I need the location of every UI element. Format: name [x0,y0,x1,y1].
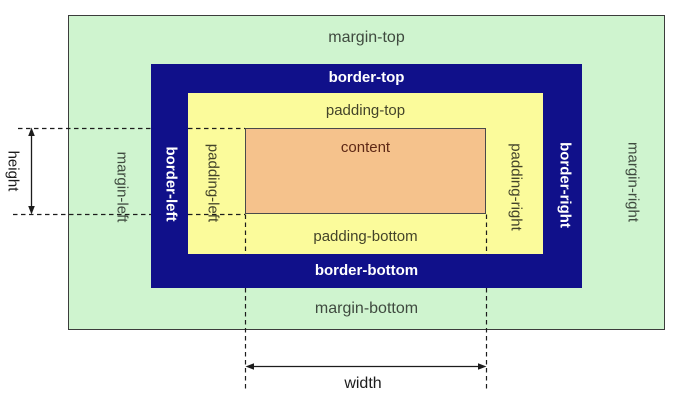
width-arrow [245,363,487,370]
margin-area: margin-top margin-bottom margin-left mar… [68,15,665,330]
width-measure-label: width [344,375,382,392]
content-area: content [245,128,486,214]
height-measure-label: height [4,150,22,192]
border-right-label: border-right [556,142,574,228]
margin-right-label: margin-right [624,141,642,223]
border-left-label: border-left [162,146,180,222]
padding-bottom-label: padding-bottom [313,228,418,245]
border-top-label: border-top [328,69,405,86]
margin-bottom-label: margin-bottom [314,300,419,317]
content-label: content [340,139,391,156]
border-area: border-top border-bottom border-left bor… [151,64,582,288]
padding-left-label: padding-left [204,143,222,223]
padding-area: padding-top padding-bottom padding-left … [188,93,543,254]
height-arrow [28,127,35,215]
padding-right-label: padding-right [507,143,525,231]
padding-top-label: padding-top [325,102,406,119]
margin-left-label: margin-left [113,151,131,223]
margin-top-label: margin-top [328,29,405,46]
border-bottom-label: border-bottom [314,262,419,279]
